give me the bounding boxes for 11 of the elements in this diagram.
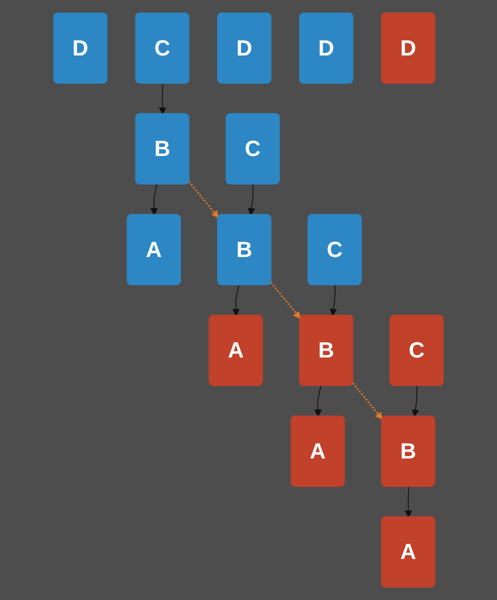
arrow [188, 181, 219, 218]
arrow [150, 184, 158, 216]
arrow [270, 282, 301, 319]
arrow [352, 382, 383, 420]
arrow [330, 284, 338, 316]
arrow [248, 184, 256, 216]
arrow [314, 386, 322, 417]
arrow [412, 386, 420, 417]
arrow [404, 486, 412, 518]
arrow [158, 83, 166, 114]
arrow [232, 284, 240, 316]
